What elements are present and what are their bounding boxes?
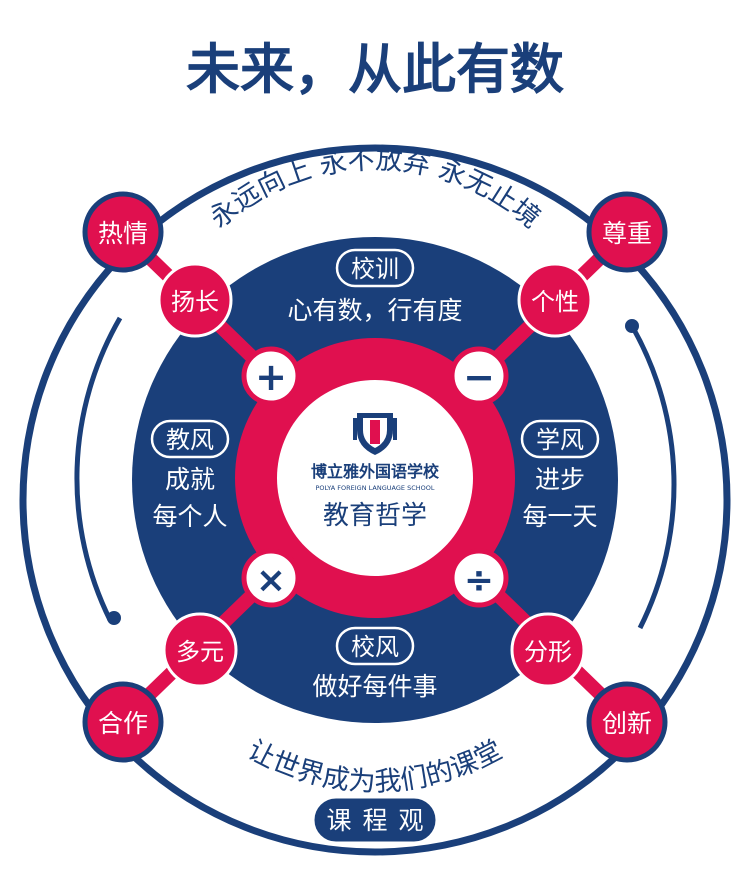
operator-minus: − (449, 346, 509, 406)
right-decor-arc (629, 324, 677, 630)
teaching-line-1: 成就 (165, 465, 215, 494)
teaching-badge-label: 教风 (166, 426, 214, 454)
inner-node-tr: 个性 (517, 262, 593, 338)
svg-text:×: × (256, 560, 286, 601)
learning-line-2: 每一天 (522, 502, 597, 531)
svg-text:分形: 分形 (524, 638, 572, 666)
svg-text:−: − (463, 355, 495, 399)
outer-node-br: 创新 (586, 681, 668, 763)
svg-text:+: + (255, 355, 287, 399)
operator-times: × (241, 548, 301, 608)
center-label: 教育哲学 (323, 501, 427, 531)
logo-en: POLYA FOREIGN LANGUAGE SCHOOL (316, 484, 435, 492)
spirit-badge-label: 校风 (351, 633, 399, 661)
curriculum-char-1: 课 (326, 806, 351, 835)
page-title: 未来，从此有数 (186, 38, 564, 101)
teaching-block: 教风 成就 每个人 (150, 419, 230, 531)
spirit-block: 校风 做好每件事 (312, 626, 438, 701)
left-decor-arc (74, 316, 123, 622)
inner-node-tl: 扬长 (157, 262, 233, 338)
logo-cn: 博立雅外国语学校 (311, 462, 440, 481)
learning-badge (520, 419, 600, 459)
curriculum-pill: 课 程 观 (311, 795, 439, 845)
outer-node-tr: 尊重 (586, 191, 668, 273)
school-logo: 博立雅外国语学校 POLYA FOREIGN LANGUAGE SCHOOL (311, 413, 440, 492)
left-decor-dot (107, 611, 121, 625)
inner-node-bl: 多元 (162, 612, 238, 688)
svg-text:创新: 创新 (602, 709, 652, 738)
svg-text:÷: ÷ (464, 560, 494, 601)
center-disk (277, 380, 473, 576)
svg-text:个性: 个性 (531, 288, 579, 316)
learning-badge-label: 学风 (536, 426, 584, 454)
curriculum-char-3: 观 (398, 806, 423, 835)
motto-block: 校训 心有数，行有度 (287, 248, 463, 325)
teaching-badge (150, 419, 230, 459)
svg-text:热情: 热情 (98, 219, 148, 248)
curriculum-char-2: 程 (362, 806, 387, 835)
outer-node-tl: 热情 (82, 191, 164, 273)
svg-text:扬长: 扬长 (171, 288, 219, 316)
operator-plus: + (241, 346, 301, 406)
learning-block: 学风 进步 每一天 (520, 419, 600, 531)
svg-text:多元: 多元 (176, 638, 224, 666)
learning-line-1: 进步 (535, 465, 585, 494)
svg-text:尊重: 尊重 (602, 219, 652, 248)
spirit-badge (335, 626, 415, 666)
operator-divide: ÷ (449, 548, 509, 608)
svg-text:合作: 合作 (98, 709, 148, 738)
inner-node-br: 分形 (510, 612, 586, 688)
outer-node-bl: 合作 (82, 681, 164, 763)
shield-icon (353, 413, 397, 455)
teaching-line-2: 每个人 (152, 502, 227, 531)
right-decor-dot (625, 319, 639, 333)
motto-badge-label: 校训 (351, 255, 399, 283)
motto-text: 心有数，行有度 (287, 296, 462, 325)
spirit-text: 做好每件事 (312, 672, 437, 701)
motto-badge (335, 248, 415, 288)
